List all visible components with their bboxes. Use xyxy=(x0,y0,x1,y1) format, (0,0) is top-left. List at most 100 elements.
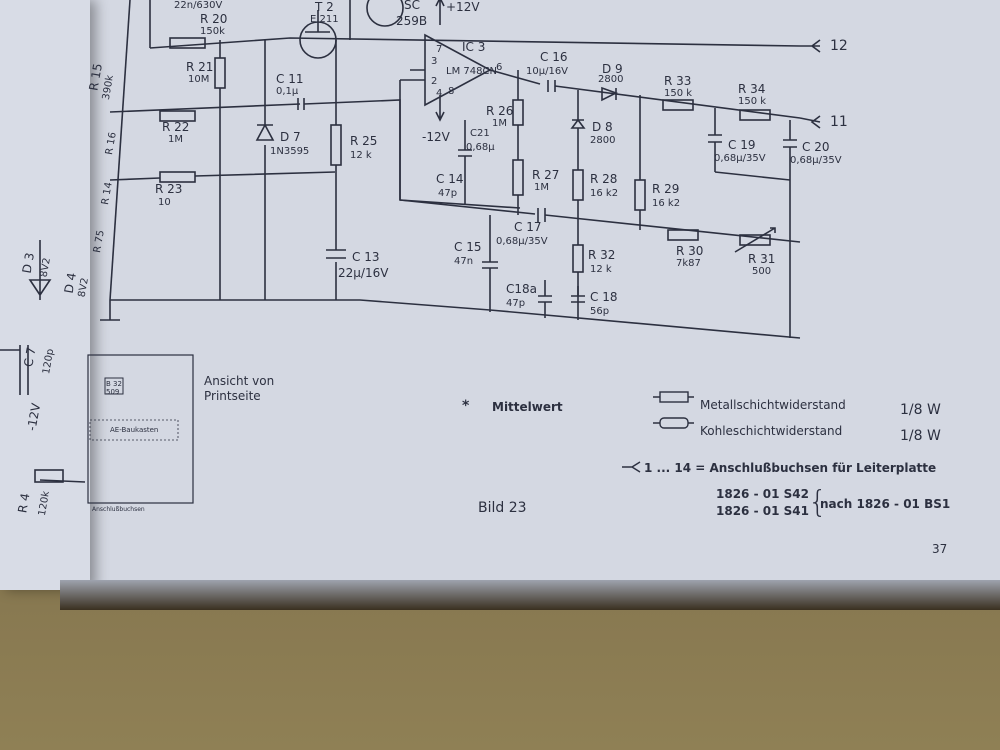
pin2: 2 xyxy=(431,76,438,87)
c21-label: C21 xyxy=(470,128,490,139)
legend-watt-2: 1/8 W xyxy=(900,428,941,444)
ground-symbol xyxy=(100,300,120,321)
sc-label: SC xyxy=(404,0,420,12)
c13-value: 22μ/16V xyxy=(338,266,389,280)
c13-label: C 13 xyxy=(352,250,380,264)
legend-carbon-text: Kohleschichtwiderstand xyxy=(700,424,843,438)
pin6: 6 xyxy=(496,62,503,73)
r30-resistor xyxy=(667,229,699,241)
sc-transistor xyxy=(366,0,404,27)
c13-capacitor xyxy=(326,249,346,259)
r23-resistor xyxy=(159,171,196,183)
c7-capacitor xyxy=(0,345,29,395)
r27-label: R 27 xyxy=(532,168,560,182)
c17-label: C 17 xyxy=(514,220,542,234)
legend-terminals: 1 ... 14 = Anschlußbuchsen für Leiterpla… xyxy=(644,461,937,475)
legend-ref-1: 1826 - 01 S42 xyxy=(716,487,809,501)
page-number: 37 xyxy=(932,542,948,556)
c11-label: C 11 xyxy=(276,72,304,86)
r31-value: 500 xyxy=(752,266,772,277)
c18-label: C 18 xyxy=(590,290,618,304)
r29-resistor xyxy=(634,179,646,211)
r23-label: R 23 xyxy=(155,182,183,196)
r34-value: 150 k xyxy=(738,96,767,107)
c15-value: 47n xyxy=(454,256,474,267)
r26-resistor xyxy=(512,99,524,126)
c14-value: 47p xyxy=(438,188,458,199)
c11-value: 0,1μ xyxy=(276,86,299,97)
c19-value: 0,68μ/35V xyxy=(714,153,766,164)
pin7: 7 xyxy=(436,44,443,55)
sc-value: 259B xyxy=(396,14,428,28)
r26-value: 1M xyxy=(492,118,507,129)
inset-caption-1: Ansicht von xyxy=(204,374,275,388)
r22-label: R 22 xyxy=(162,120,190,134)
r20-resistor xyxy=(169,37,206,49)
r22-value: 1M xyxy=(168,134,183,145)
cap-top-value: 22n/630V xyxy=(174,0,223,11)
legend-asterisk: * xyxy=(462,398,470,414)
legend-carbon-resistor-symbol xyxy=(659,417,689,429)
r32-resistor xyxy=(572,244,584,273)
left-page-edge xyxy=(0,0,90,590)
d9-value: 2800 xyxy=(598,74,624,85)
inset-bottom-label: Anschlußbuchsen xyxy=(92,506,145,513)
c18a-label: C18a xyxy=(506,282,538,296)
c21-value: 0,68μ xyxy=(466,142,495,153)
d9-diode xyxy=(601,86,619,102)
t2-label: T 2 xyxy=(315,0,334,14)
r25-value: 12 k xyxy=(350,150,372,161)
d8-value: 2800 xyxy=(590,135,616,146)
ic3-label: IC 3 xyxy=(462,40,486,54)
r30-label: R 30 xyxy=(676,244,704,258)
circuit-schematic xyxy=(0,0,821,504)
r32-value: 12 k xyxy=(590,264,612,275)
wire-top xyxy=(149,37,801,49)
r32-label: R 32 xyxy=(588,248,616,262)
r23-value: 10 xyxy=(158,197,171,208)
r25-resistor xyxy=(330,124,342,166)
c20-label: C 20 xyxy=(802,140,830,154)
c18a-value: 47p xyxy=(506,298,526,309)
terminal-12: 12 xyxy=(830,38,848,54)
r28-label: R 28 xyxy=(590,172,618,186)
c18-value: 56p xyxy=(590,306,610,317)
legend-brace: { xyxy=(808,485,828,520)
legend-metal-text: Metallschichtwiderstand xyxy=(700,398,846,412)
minus12-label: -12V xyxy=(422,130,450,144)
figure-caption: Bild 23 xyxy=(478,500,527,516)
d9-label: D 9 xyxy=(602,62,623,76)
ground-rail xyxy=(110,299,801,339)
r27-value: 1M xyxy=(534,182,549,193)
r21-label: R 21 xyxy=(186,60,214,74)
c14-label: C 14 xyxy=(436,172,464,186)
legend-mittelwert: Mittelwert xyxy=(492,400,563,414)
terminal-11: 11 xyxy=(830,114,848,130)
r31-label: R 31 xyxy=(748,252,776,266)
r21-resistor xyxy=(214,57,226,89)
r34-resistor xyxy=(739,109,771,121)
page-bottom-shadow xyxy=(60,580,1000,610)
d3-diode xyxy=(28,240,52,300)
inset-box-label: AE-Baukasten xyxy=(110,426,159,434)
r20-label: R 20 xyxy=(200,12,228,26)
r33-resistor xyxy=(662,99,694,111)
c15-label: C 15 xyxy=(454,240,482,254)
c20-value: 0,68μ/35V xyxy=(790,155,842,166)
legend-watt-1: 1/8 W xyxy=(900,402,941,418)
legend-ref-after: nach 1826 - 01 BS1 xyxy=(820,497,951,511)
ic3-value: LM 748CN xyxy=(446,66,497,77)
r21-value: 10M xyxy=(188,74,210,85)
pin8: 8 xyxy=(448,86,455,97)
r27-resistor xyxy=(512,159,524,196)
r30-value: 7k87 xyxy=(676,258,701,269)
pin3: 3 xyxy=(431,56,438,67)
c19-label: C 19 xyxy=(728,138,756,152)
plus12-label: +12V xyxy=(446,0,480,14)
r34-label: R 34 xyxy=(738,82,766,96)
inset-caption-2: Printseite xyxy=(204,389,261,403)
r33-label: R 33 xyxy=(664,74,692,88)
r22-resistor xyxy=(159,110,196,122)
d8-label: D 8 xyxy=(592,120,613,134)
wire-left-vertical xyxy=(109,0,131,301)
